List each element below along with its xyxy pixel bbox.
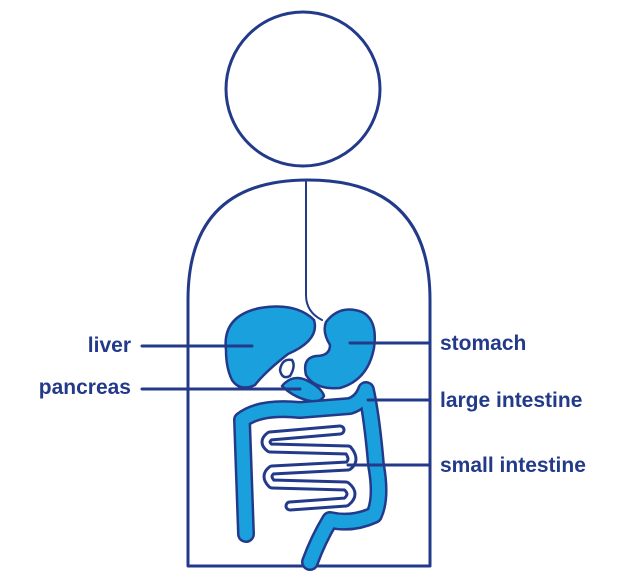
organs — [226, 307, 375, 402]
head-outline — [226, 12, 380, 166]
gallbladder-organ — [280, 360, 294, 377]
pancreas-label: pancreas — [39, 376, 131, 399]
esophagus — [306, 182, 322, 320]
stomach-label: stomach — [440, 332, 526, 355]
large-intestine-label: large intestine — [440, 389, 582, 412]
small-intestine-fill — [266, 430, 352, 506]
liver-label: liver — [88, 334, 131, 357]
small-intestine-label: small intestine — [440, 454, 586, 477]
